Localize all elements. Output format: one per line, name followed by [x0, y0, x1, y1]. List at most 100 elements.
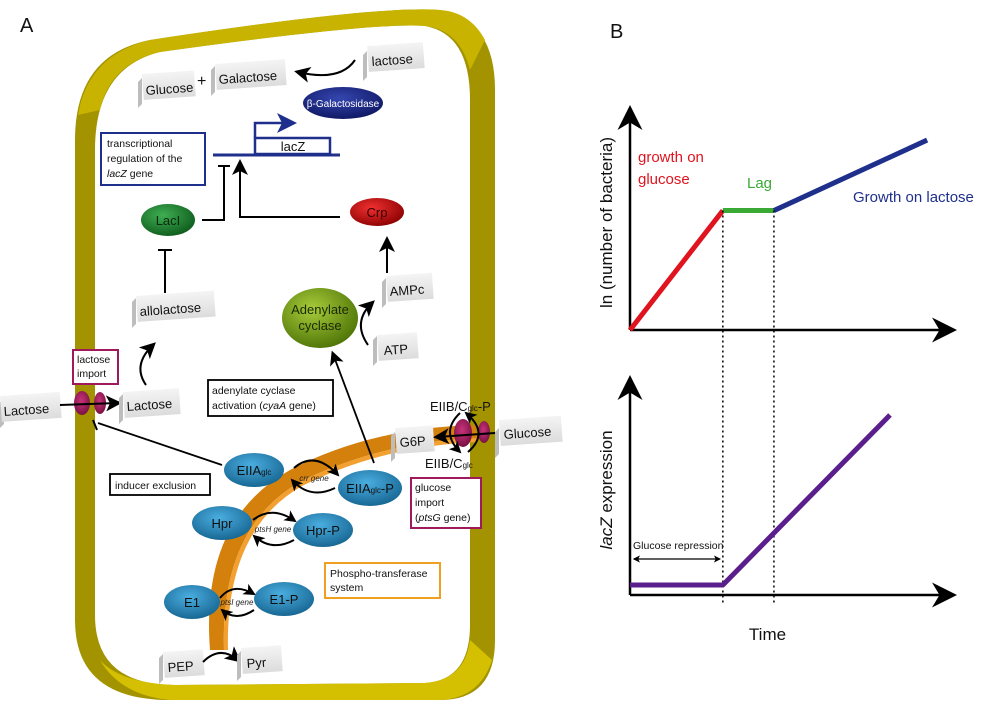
svg-text:ptsH gene: ptsH gene [254, 525, 292, 534]
lacz-gene: lacZ [213, 113, 340, 157]
hpr-protein: Hpr [192, 506, 252, 540]
crp-activation-line [232, 159, 340, 218]
svg-text:Phospho-transferase: Phospho-transferase [330, 568, 428, 580]
g6p-box: G6P [391, 425, 435, 462]
x-axis-label: Time [749, 625, 786, 644]
svg-text:AMPc: AMPc [389, 282, 425, 299]
eiiap-activates-adenylate-arrow [330, 350, 375, 464]
svg-text:Hpr: Hpr [212, 516, 234, 531]
lactose-to-allolactose-arrow [138, 342, 156, 386]
svg-text:ATP: ATP [383, 341, 408, 358]
hydrolysis-arrow [294, 59, 356, 83]
eiia-glc-protein: EIIAglc [224, 453, 284, 487]
lactose-import-box: lactose import [72, 349, 119, 385]
glucose-import-arrow [433, 428, 496, 445]
plus-sign: + [197, 73, 206, 90]
svg-text:Glucose: Glucose [145, 80, 194, 98]
inducer-exclusion-line [97, 422, 223, 466]
svg-text:regulation of the: regulation of the [107, 153, 182, 165]
allolactose-box: allolactose [132, 290, 216, 328]
svg-text:system: system [330, 582, 364, 594]
series-line-growth-on-glucose [628, 209, 725, 332]
svg-text:inducer exclusion: inducer exclusion [115, 480, 196, 492]
svg-text:cyclase: cyclase [298, 318, 341, 333]
phosphotransferase-system-box: Phospho-transferase system [324, 562, 441, 599]
ptsh-gene-cycle: ptsH gene [252, 510, 297, 548]
svg-text:Hpr-P: Hpr-P [306, 523, 340, 538]
transcriptional-regulation-box: transcriptional regulation of the lacZ g… [100, 132, 206, 186]
svg-text:Adenylate: Adenylate [291, 302, 349, 317]
svg-text:import: import [415, 497, 444, 509]
svg-text:E1: E1 [184, 595, 200, 610]
lactose-top-box: lactose [363, 42, 425, 81]
panel-b-label: B [610, 21, 623, 43]
e1-protein: E1 [164, 585, 220, 619]
svg-text:transcriptional: transcriptional [107, 138, 172, 150]
eiibc-cycle-right [464, 411, 480, 453]
eiibc-p-label: EIIB/Cglc-P [430, 399, 491, 414]
svg-text:lacZ: lacZ [281, 139, 306, 154]
series-line-lacz-expression [630, 413, 892, 588]
svg-text:LacI: LacI [156, 213, 181, 228]
glucose-import-box: glucose import (ptsG gene) [410, 477, 482, 529]
glucose-outside-box: Glucose [495, 415, 563, 458]
inducer-exclusion-box: inducer exclusion [109, 473, 211, 496]
y-axis-label: lacZ expression [597, 430, 616, 549]
svg-text:lactose: lactose [371, 51, 413, 69]
eiia-glc-p-protein: EIIAglc-P [338, 470, 402, 506]
lactose-inside-box: Lactose [119, 388, 181, 424]
y-axis-label: ln (number of bacteria) [597, 137, 616, 308]
annotation-growth-on-lactose: Growth on lactose [853, 189, 974, 206]
svg-text:ptsI gene: ptsI gene [220, 598, 254, 607]
pep-box: PEP [159, 649, 205, 684]
adenylate-cyclase: Adenylate cyclase [282, 288, 358, 348]
svg-text:β-Galactosidase: β-Galactosidase [307, 99, 380, 110]
svg-text:(ptsG gene): (ptsG gene) [415, 512, 470, 524]
annotation-lag: Lag [747, 175, 772, 192]
svg-text:Pyr: Pyr [246, 655, 267, 671]
atp-box: ATP [373, 332, 419, 366]
atp-to-ampc-arrow [357, 300, 375, 346]
crp-protein: Crp [350, 198, 404, 226]
crr-gene-cycle: crr gene [290, 459, 340, 494]
hpr-p-protein: Hpr-P [293, 513, 353, 547]
series-line-growth-on-lactose [772, 137, 929, 213]
svg-text:lacZ gene: lacZ gene [107, 168, 153, 180]
annotation-glucose-repression: Glucose repression [633, 540, 724, 552]
eiibc-transporter [454, 419, 490, 447]
svg-text:glucose: glucose [415, 482, 451, 494]
ptsi-gene-cycle: ptsI gene [219, 583, 256, 622]
galactose-box: Galactose [211, 59, 287, 96]
beta-galactosidase: β-Galactosidase [303, 87, 383, 119]
svg-text:EIIAglc: EIIAglc [237, 463, 272, 478]
svg-text:crr gene: crr gene [299, 474, 329, 483]
svg-text:PEP: PEP [167, 658, 194, 675]
svg-text:adenylate cyclase: adenylate cyclase [212, 385, 296, 397]
laci-protein: LacI [141, 204, 195, 236]
pyr-box: Pyr [237, 645, 283, 681]
svg-text:Lactose: Lactose [126, 396, 172, 414]
panel-a-label: A [20, 15, 34, 37]
svg-text:activation (cyaA gene): activation (cyaA gene) [212, 400, 316, 412]
lactose-outside-box: Lactose [0, 391, 62, 428]
pep-to-pyr-arrow [202, 646, 242, 663]
svg-text:EIIAglc-P: EIIAglc-P [346, 481, 394, 496]
svg-text:Crp: Crp [367, 205, 388, 220]
ampc-box: AMPc [382, 272, 434, 308]
svg-text:G6P: G6P [399, 433, 426, 450]
svg-text:import: import [77, 368, 106, 380]
lactose-import-arrow [59, 395, 122, 412]
svg-text:lactose: lactose [77, 354, 110, 366]
eiibc-cycle-left [448, 412, 462, 454]
svg-text:Glucose: Glucose [503, 424, 552, 442]
svg-text:E1-P: E1-P [270, 592, 299, 607]
svg-text:Galactose: Galactose [218, 68, 277, 87]
svg-text:allolactose: allolactose [139, 300, 201, 319]
svg-text:Lactose: Lactose [3, 401, 49, 419]
glucose-top-box: Glucose [138, 70, 196, 108]
e1-p-protein: E1-P [254, 582, 314, 616]
